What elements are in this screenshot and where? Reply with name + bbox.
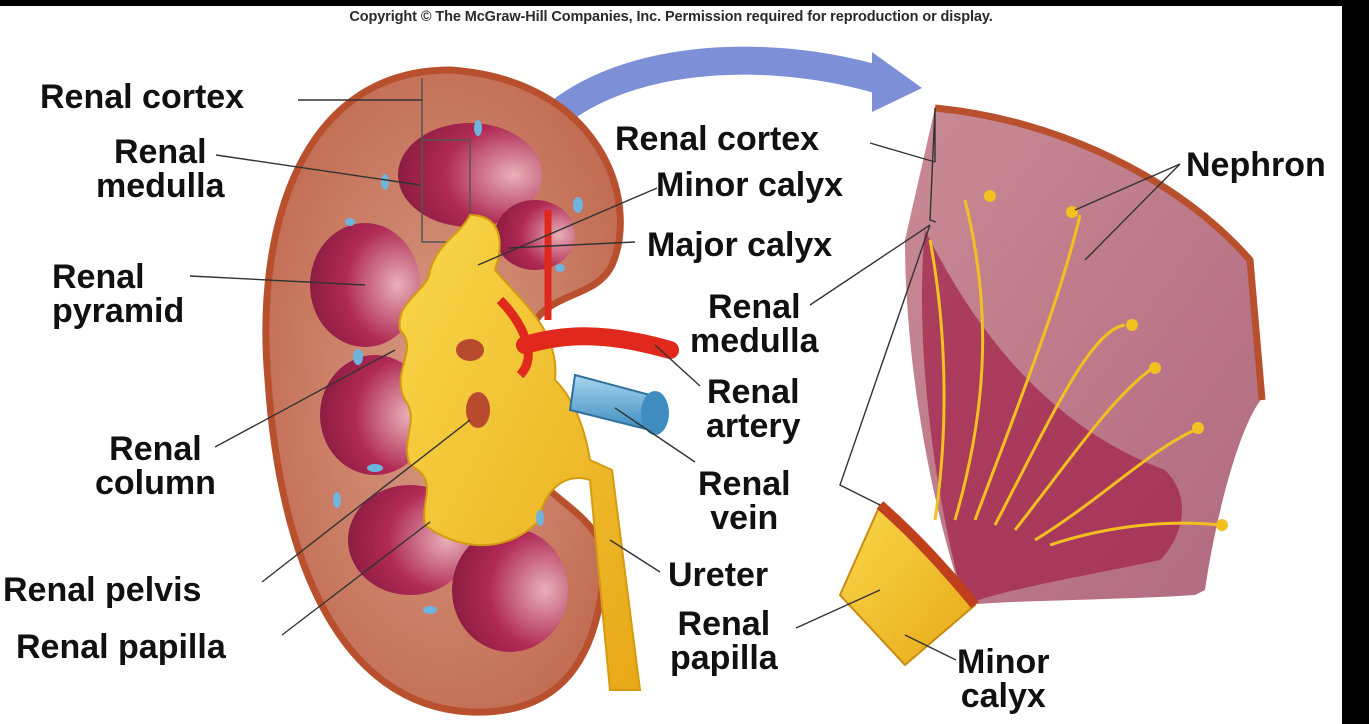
curved-arrow <box>540 52 922 130</box>
label-renal-papilla-left: Renal papilla <box>16 630 226 664</box>
label-renal-papilla-center: Renal papilla <box>670 607 778 675</box>
kidney-section <box>266 70 670 712</box>
label-renal-pelvis: Renal pelvis <box>3 573 201 607</box>
label-renal-medulla-left: Renal medulla <box>96 135 224 203</box>
label-major-calyx: Major calyx <box>647 228 832 262</box>
label-minor-calyx-center: Minor calyx <box>656 168 843 202</box>
label-renal-artery: Renal artery <box>706 375 801 443</box>
label-minor-calyx-right: Minor calyx <box>957 645 1050 713</box>
label-nephron: Nephron <box>1186 148 1326 182</box>
label-renal-pyramid: Renal pyramid <box>52 260 184 328</box>
label-renal-vein: Renal vein <box>698 467 791 535</box>
label-renal-column: Renal column <box>95 432 216 500</box>
label-renal-cortex-center: Renal cortex <box>615 122 819 156</box>
renal-wedge-detail <box>840 108 1265 665</box>
label-ureter: Ureter <box>668 558 768 592</box>
label-renal-medulla-center: Renal medulla <box>690 290 818 358</box>
label-renal-cortex-left: Renal cortex <box>40 80 244 114</box>
